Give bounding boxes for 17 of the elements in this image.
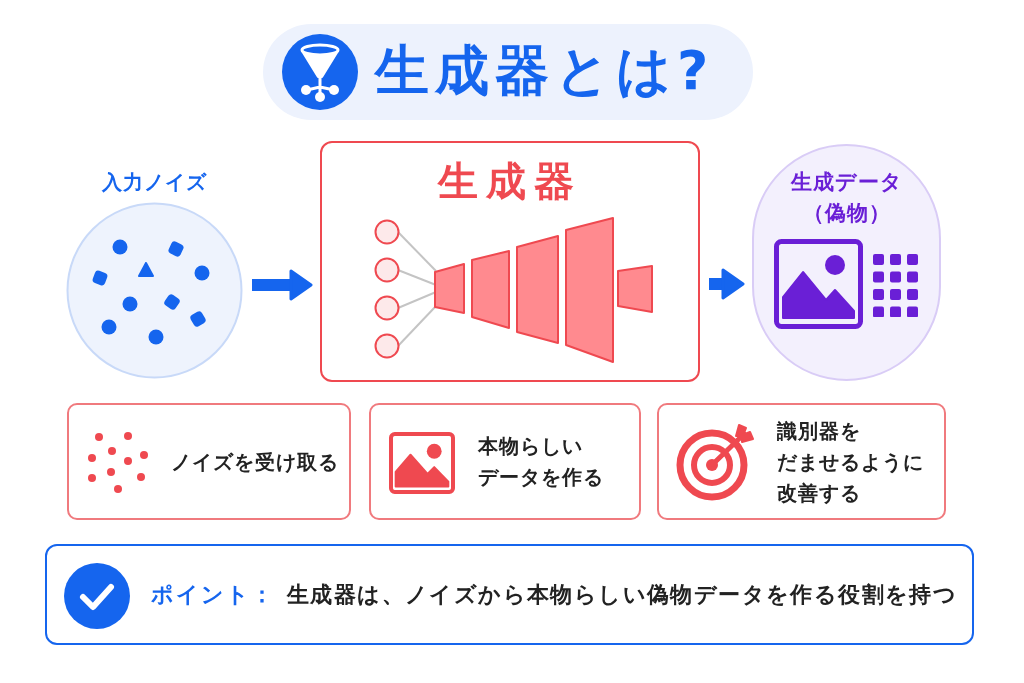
point-label: ポイント： [151,581,275,609]
step-card [657,403,946,520]
step-text: 本物らしいデータを作る [478,432,605,491]
step-card [369,403,641,520]
arrow [709,268,745,300]
capsule-heading: （偽物） [802,200,891,227]
panel-heading: 生成器 [438,157,582,205]
point-banner [45,544,974,645]
noise-heading: 入力ノイズ [102,169,207,195]
step-text: 識別器をだませるように改善する [777,417,925,506]
arrow [252,269,313,301]
point-text: 生成器は、ノイズから本物らしい偽物データを作る役割を持つ [287,581,958,609]
generator-panel [320,141,700,382]
step-card [67,403,351,520]
title: 生成器とは? [375,38,715,104]
capsule-heading: 生成データ [790,169,903,196]
step-text: ノイズを受け取る [171,448,340,475]
